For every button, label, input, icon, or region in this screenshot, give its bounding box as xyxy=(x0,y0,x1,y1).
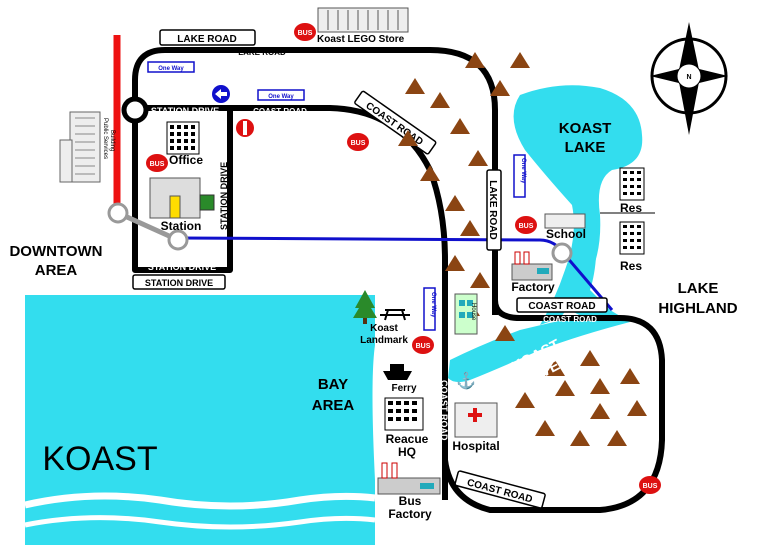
coast-road-top-label: COAST ROAD xyxy=(253,107,307,116)
downtown-label-2: AREA xyxy=(35,262,78,279)
one-way-sign-2: One Way xyxy=(268,94,294,100)
res-label-1: Res xyxy=(620,201,642,215)
one-way-sign-1: One Way xyxy=(158,66,184,72)
lake-road-vertical-sign: LAKE ROAD xyxy=(487,180,498,239)
res-label-2: Res xyxy=(620,259,642,273)
roundabout xyxy=(121,96,149,124)
no-entry-sign-icon xyxy=(236,119,254,137)
svg-text:BUS: BUS xyxy=(643,483,658,490)
lego-store-building xyxy=(317,7,409,33)
lake-road-label-on-road: LAKE ROAD xyxy=(238,48,286,57)
svg-text:BUS: BUS xyxy=(416,343,431,350)
koast-sea xyxy=(25,295,375,545)
sea-wave xyxy=(24,492,376,510)
bay-label-2: AREA xyxy=(312,397,355,414)
koast-river xyxy=(448,310,630,383)
anchor-icon: ⚓ xyxy=(456,371,476,390)
highland-label-2: HIGHLAND xyxy=(658,300,737,317)
arrow-left-sign-icon xyxy=(212,85,230,103)
compass-north-label: N xyxy=(686,74,691,81)
bus-stop-5: BUS xyxy=(412,336,434,354)
lake-label-1: KOAST xyxy=(559,120,612,137)
compass-icon: N xyxy=(650,22,728,135)
factory-building xyxy=(511,251,553,281)
lake-channel xyxy=(560,200,610,318)
coast-road-diagonal-sign: COAST ROAD xyxy=(363,100,424,148)
factory-label: Factory xyxy=(511,280,555,294)
residence-2 xyxy=(619,221,645,255)
landmark-label-1: Koast xyxy=(370,323,398,334)
bay-label-1: BAY xyxy=(318,376,348,393)
one-way-sign-4: One Way xyxy=(430,292,436,318)
house-label: House xyxy=(470,303,476,321)
bus-stop-1: BUS xyxy=(294,23,316,41)
bus-factory-label-1: Bus xyxy=(399,494,422,508)
water xyxy=(25,85,643,545)
station-label: Station xyxy=(161,219,202,233)
coast-road-right-sign: COAST ROAD xyxy=(528,301,595,312)
svg-text:BUS: BUS xyxy=(519,223,534,230)
train-line xyxy=(107,202,614,311)
bus-factory-building xyxy=(377,462,441,495)
station-drive-sign: STATION DRIVE xyxy=(145,278,213,288)
one-way-sign-3: One Way xyxy=(520,158,526,184)
public-services-label-1: Public Services xyxy=(102,118,108,159)
lego-store-label: Koast LEGO Store xyxy=(317,34,405,45)
koast-landmark xyxy=(353,290,410,324)
hospital-label: Hospital xyxy=(452,439,499,453)
office-label: Office xyxy=(169,153,203,167)
downtown-label-1: DOWNTOWN xyxy=(9,243,102,260)
house-building xyxy=(454,293,478,335)
public-services-building xyxy=(59,111,101,183)
rescue-hq-building xyxy=(384,397,424,431)
hospital-building xyxy=(454,402,498,438)
rescue-label-2: HQ xyxy=(398,445,416,459)
station-drive-road xyxy=(132,105,233,273)
ferry-label: Ferry xyxy=(391,383,416,394)
lake-road xyxy=(132,47,498,315)
bus-stops: BUS BUS BUS BUS BUS BUS xyxy=(146,23,661,494)
school-label: School xyxy=(546,227,586,241)
bus-stop-4: BUS xyxy=(515,216,537,234)
ferry-icon xyxy=(383,364,412,380)
svg-text:BUS: BUS xyxy=(298,30,313,37)
bus-stop-2: BUS xyxy=(146,154,168,172)
svg-text:BUS: BUS xyxy=(150,161,165,168)
lake-label-2: LAKE xyxy=(565,139,606,156)
bus-stop-3: BUS xyxy=(347,133,369,151)
rescue-label-1: Reacue xyxy=(386,432,429,446)
highland-label-1: LAKE xyxy=(678,280,719,297)
coast-road-right-label: COAST ROAD xyxy=(543,315,597,324)
bus-stop-6: BUS xyxy=(639,476,661,494)
residence-1 xyxy=(619,167,645,201)
station-drive-bottom: STATION DRIVE xyxy=(148,262,216,272)
public-services-label-2: Building xyxy=(109,130,115,151)
sea-wave-2 xyxy=(24,515,376,530)
school-building xyxy=(544,213,586,229)
sea-label: KOAST xyxy=(42,440,157,478)
coast-road-loop xyxy=(442,299,665,513)
station-drive-top: STATION DRIVE xyxy=(151,106,219,116)
lake-road-sign: LAKE ROAD xyxy=(177,34,236,45)
svg-text:BUS: BUS xyxy=(351,140,366,147)
office-building xyxy=(166,121,200,155)
station-building xyxy=(149,177,215,219)
bus-factory-label-2: Factory xyxy=(388,507,432,521)
coast-road-vertical: COAST ROAD xyxy=(439,380,449,441)
landmark-label-2: Landmark xyxy=(360,335,408,346)
station-drive-vertical: STATION DRIVE xyxy=(219,162,229,230)
